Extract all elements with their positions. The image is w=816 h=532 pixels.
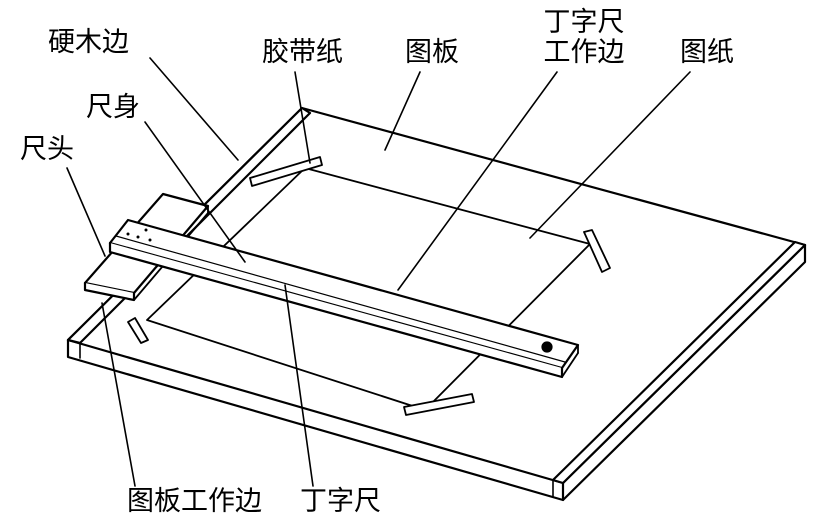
leader-t-square: [284, 284, 314, 487]
label-board-working-edge: 图板工作边: [127, 486, 262, 517]
leader-board-working-edge: [101, 302, 136, 487]
tape-right: [583, 229, 611, 273]
leader-drawing-paper: [529, 71, 691, 239]
label-t-square-line1: 丁字尺: [543, 7, 625, 38]
leader-head: [66, 167, 106, 257]
label-drawing-paper: 图纸: [680, 37, 734, 68]
tape-bottom: [403, 393, 475, 416]
label-hardwood-edge: 硬木边: [48, 27, 129, 58]
board-right-edge: [561, 243, 807, 502]
tape-pieces: [127, 156, 611, 416]
label-head: 尺头: [20, 134, 74, 165]
label-t-square-line2: 工作边: [543, 37, 625, 68]
leader-blade: [144, 121, 246, 263]
board-front-edge: [66, 338, 565, 502]
t-square-blade: [108, 218, 580, 379]
leader-hardwood-edge: [149, 57, 239, 161]
label-tape: 胶带纸: [262, 37, 343, 68]
label-blade: 尺身: [86, 92, 140, 123]
leader-board: [384, 71, 421, 151]
leader-lines: [66, 57, 691, 487]
blade-hanging-hole: [541, 341, 553, 353]
tape-left: [127, 317, 149, 344]
label-t-square: 丁字尺: [300, 486, 381, 517]
label-board: 图板: [405, 37, 459, 68]
blade-working-edge: [115, 235, 566, 363]
label-t-square-working-edge: 丁字尺 工作边: [540, 8, 628, 68]
tape-top-left: [249, 156, 323, 187]
right-end-strip: [551, 240, 807, 498]
head-rivets: [126, 228, 152, 242]
leader-tape: [294, 71, 311, 164]
leader-t-square-working-edge: [397, 71, 558, 291]
